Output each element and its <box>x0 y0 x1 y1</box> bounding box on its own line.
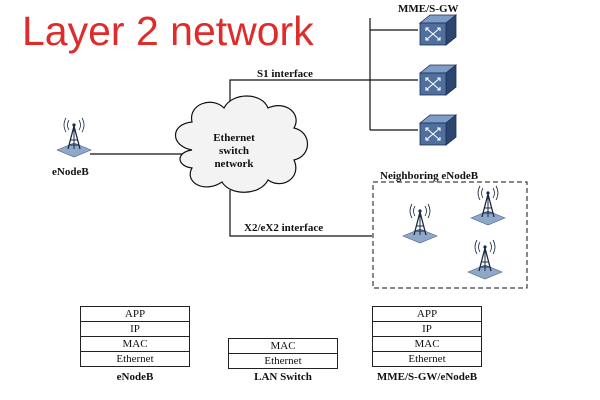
stack-layer: Ethernet <box>373 352 481 367</box>
stack-caption-enodeb: eNodeB <box>116 371 154 383</box>
cloud-icon <box>175 95 309 193</box>
router-icon <box>419 14 457 46</box>
stack-caption-lan-switch: LAN Switch <box>254 371 312 383</box>
mme-sgw-label: MME/S-GW <box>398 3 459 15</box>
diagram-title: Layer 2 network <box>22 8 314 54</box>
router-icon <box>419 64 457 96</box>
stack-layer: MAC <box>229 339 337 354</box>
cell-tower-icon <box>467 239 503 280</box>
stack-caption-mme: MME/S-GW/eNodeB <box>376 371 478 383</box>
s1-interface-label: S1 interface <box>257 68 313 80</box>
stack-layer: MAC <box>373 337 481 352</box>
enodeb-label: eNodeB <box>52 166 89 178</box>
router-icon <box>419 114 457 146</box>
stack-layer: MAC <box>81 337 189 352</box>
protocol-stack-lan-switch: MAC Ethernet <box>228 338 338 369</box>
protocol-stack-enodeb: APP IP MAC Ethernet <box>80 306 190 367</box>
cloud-label-line3: network <box>214 158 254 170</box>
stack-layer: IP <box>373 322 481 337</box>
stack-layer: IP <box>81 322 189 337</box>
cell-tower-icon <box>470 185 506 226</box>
stack-layer: APP <box>81 307 189 322</box>
cell-tower-icon <box>402 203 438 244</box>
x2-interface-label: X2/eX2 interface <box>244 222 324 234</box>
neighboring-enodeb-box <box>372 181 528 289</box>
stack-layer: APP <box>373 307 481 322</box>
cloud-label-line2: switch <box>219 145 249 157</box>
stack-layer: Ethernet <box>229 354 337 369</box>
neighboring-enodeb-label: Neighboring eNodeB <box>380 170 479 182</box>
cell-tower-icon <box>56 117 92 158</box>
x2-link <box>229 190 372 237</box>
cloud-label-line1: Ethernet <box>213 132 255 144</box>
stack-layer: Ethernet <box>81 352 189 367</box>
protocol-stack-mme: APP IP MAC Ethernet <box>372 306 482 367</box>
